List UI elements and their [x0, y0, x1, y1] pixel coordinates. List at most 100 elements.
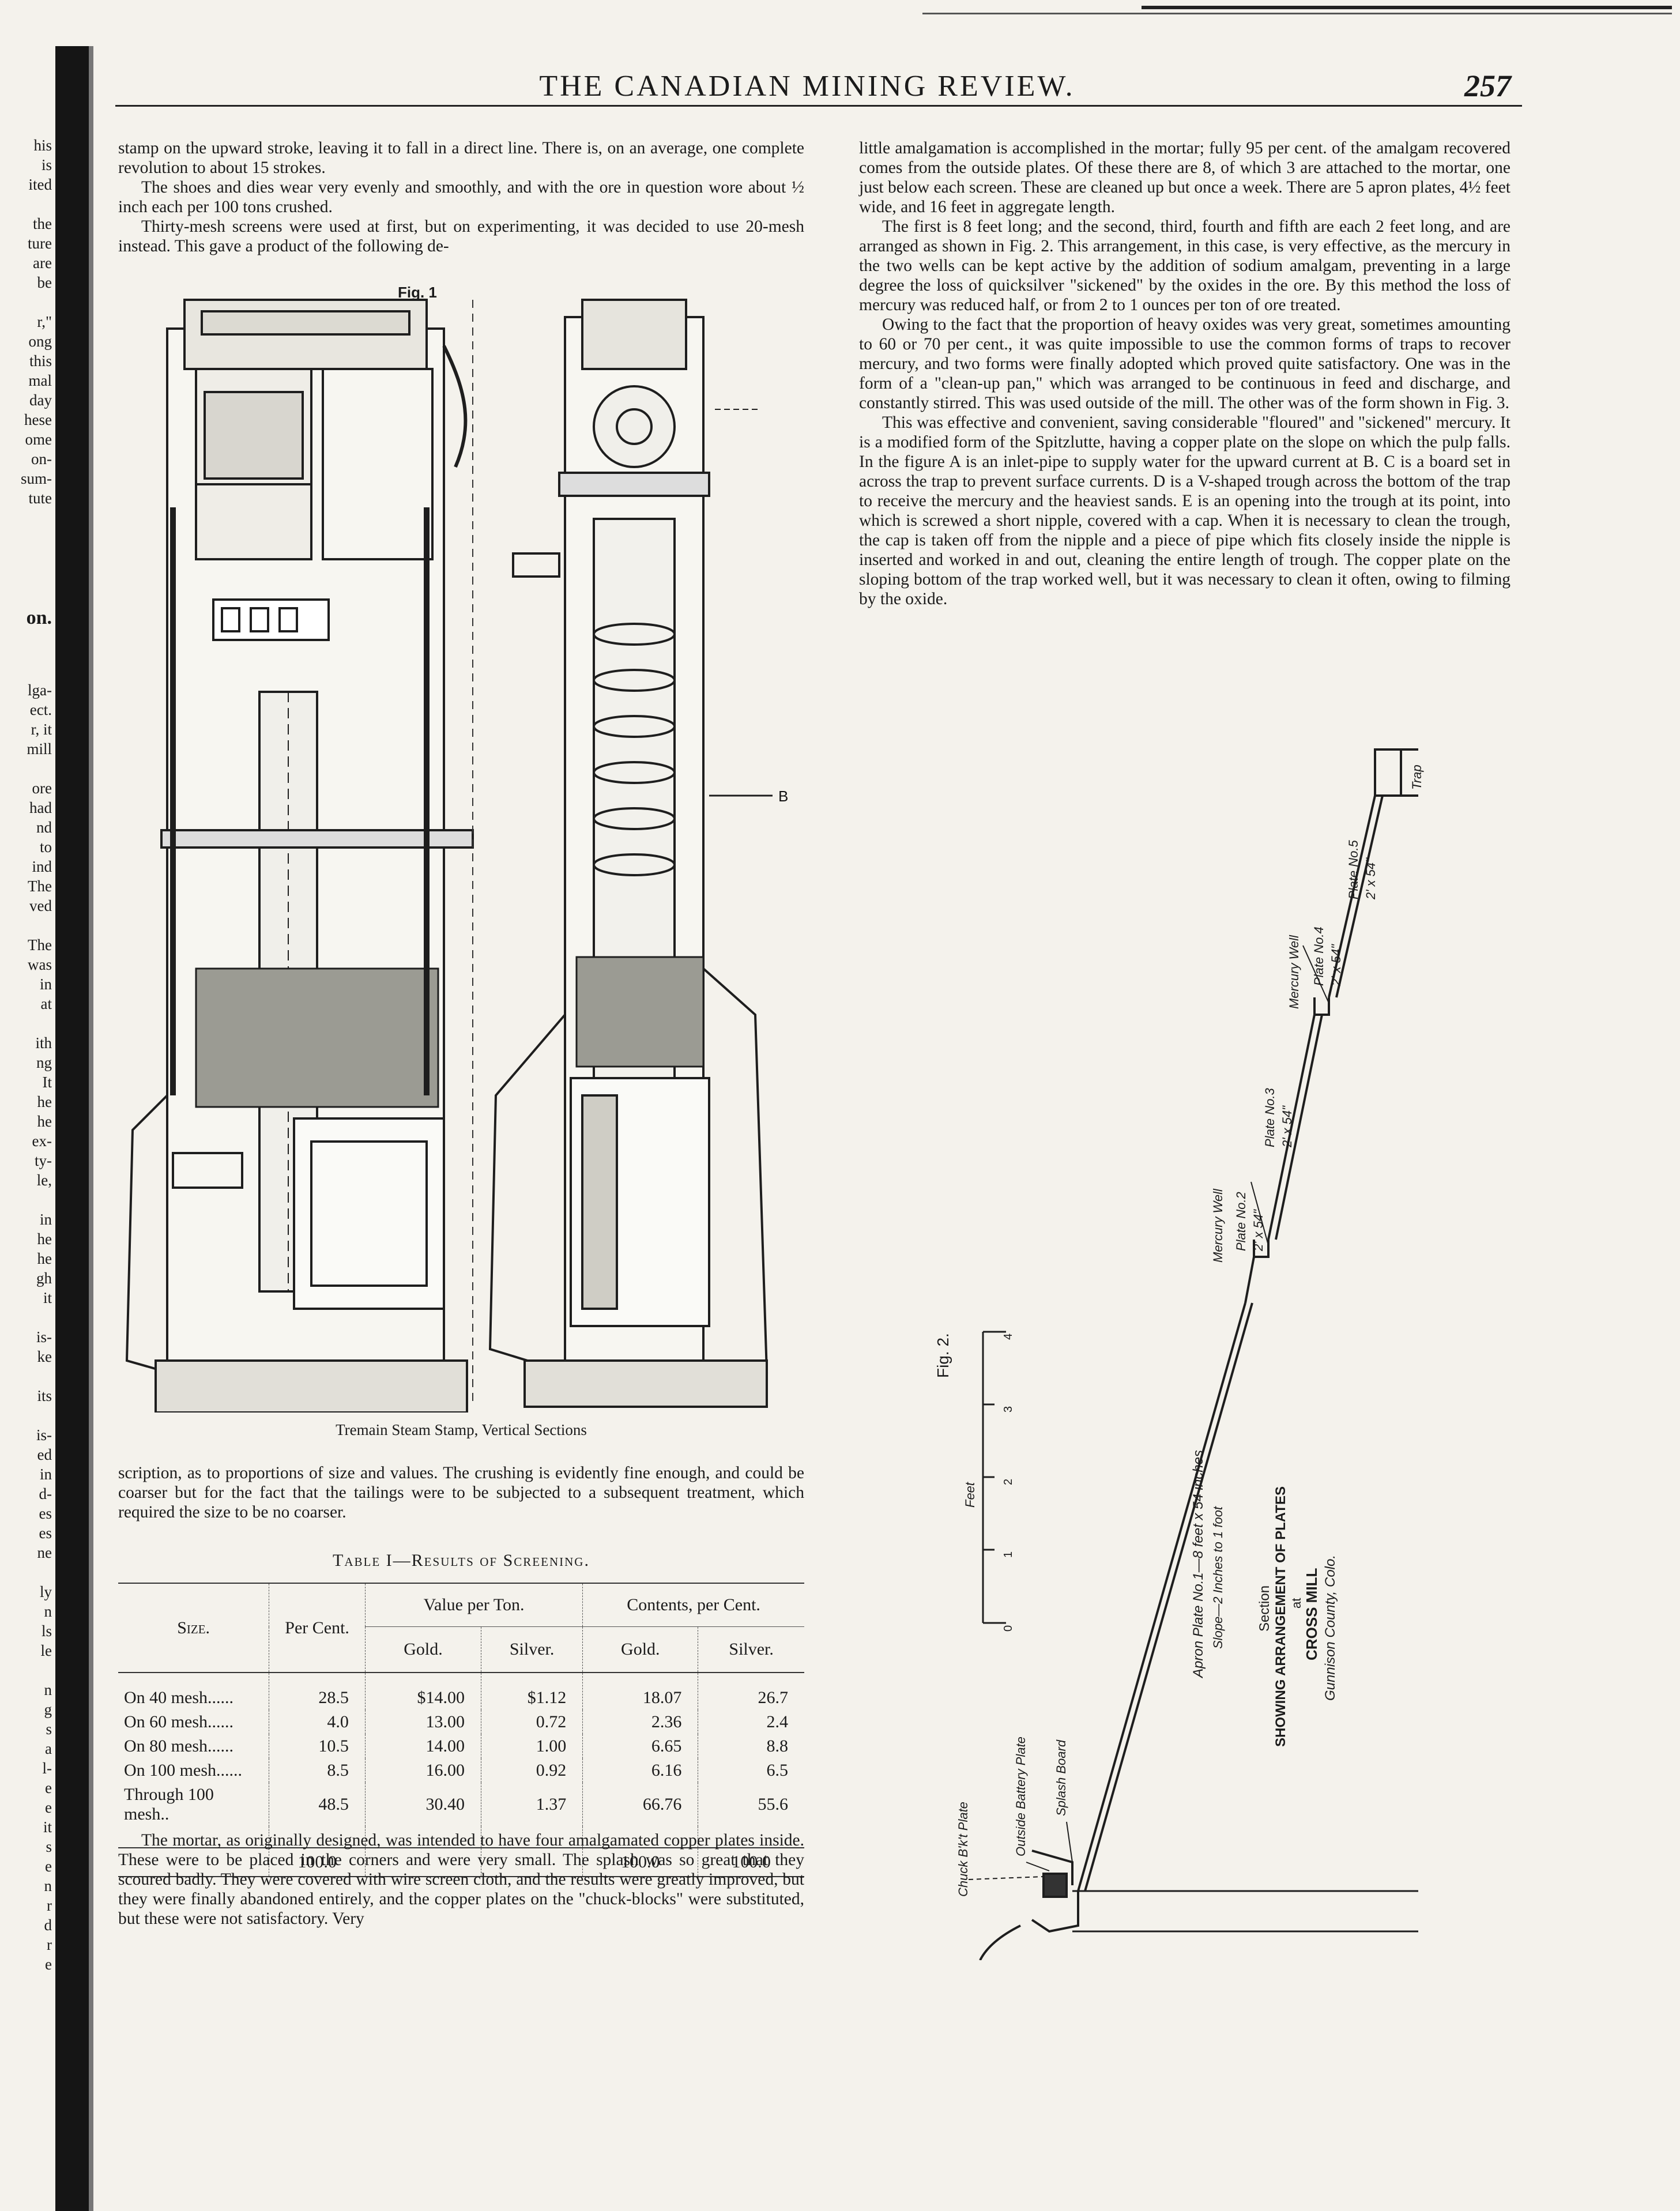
scale-tick-4: 4 — [1002, 1333, 1015, 1340]
margin-fragment-line: n — [44, 1877, 52, 1894]
margin-fragment-line: hese — [24, 411, 52, 428]
margin-fragment-line: ore — [32, 779, 52, 797]
page-number: 257 — [1464, 69, 1511, 103]
cell-size: Through 100 mesh.. — [118, 1783, 270, 1826]
margin-fragment-line: e — [45, 1779, 52, 1796]
margin-fragment-line: in — [39, 1211, 52, 1228]
margin-fragment-line: he — [37, 1113, 52, 1130]
margin-fragment-line: d- — [39, 1485, 52, 1502]
left-column-bottom-text: The mortar, as originally designed, was … — [118, 1830, 804, 1928]
margin-fragment-line — [0, 1660, 52, 1680]
margin-fragment-line: ly — [39, 1583, 52, 1600]
margin-fragment-line: was — [28, 956, 52, 973]
margin-fragment-line: g — [44, 1701, 52, 1718]
margin-fragment-line: in — [39, 975, 52, 993]
figure-2-title-section: Section — [1257, 1585, 1272, 1632]
cell-per-cent: 10.5 — [269, 1734, 366, 1758]
journal-title: THE CANADIAN MINING REVIEW. — [539, 70, 1075, 103]
col-group-contents: Contents, per Cent. — [582, 1583, 804, 1627]
total-contents-silver: 100.0 — [732, 1852, 771, 1871]
paragraph: The first is 8 feet long; and the second… — [859, 217, 1511, 314]
cell-value-silver: 0.72 — [481, 1710, 583, 1734]
margin-fragment-line: the — [33, 215, 52, 232]
margin-fragment-line: day — [29, 391, 52, 409]
label-plate-2-size: 2' x 54" — [1251, 1210, 1265, 1251]
margin-fragment-line — [0, 292, 52, 312]
margin-fragment-line: le, — [36, 1172, 52, 1189]
margin-fragment-line: ind — [32, 858, 52, 875]
cell-value-gold: 14.00 — [365, 1734, 481, 1758]
margin-fragment-line — [0, 1190, 52, 1210]
cell-contents-silver: 26.7 — [758, 1688, 789, 1707]
margin-fragment-line — [0, 1308, 52, 1327]
margin-fragment-line: it — [43, 1818, 52, 1836]
margin-fragment-line: this — [29, 352, 52, 370]
margin-fragment-line: had — [29, 799, 52, 816]
cell-size: On 60 mesh...... — [118, 1710, 270, 1734]
margin-fragment-line: in — [39, 1466, 52, 1483]
cell-value-silver: 1.00 — [481, 1734, 583, 1758]
margin-fragment-line: s — [46, 1720, 52, 1738]
margin-fragment-line: he — [37, 1230, 52, 1248]
margin-fragment-line: are — [33, 254, 52, 272]
stamp-right-section — [488, 299, 773, 1408]
margin-fragment-line: ited — [28, 176, 52, 193]
margin-fragment-line: mal — [28, 372, 52, 389]
margin-fragment-line: ong — [28, 333, 52, 350]
paragraph: The mortar, as originally designed, was … — [118, 1831, 804, 1928]
page-binding-edge — [55, 46, 93, 2211]
total-contents-gold: 100.0 — [582, 1848, 699, 1877]
margin-fragment-line: d — [44, 1916, 52, 1934]
margin-fragment-line: its — [37, 1387, 52, 1404]
label-plate-2: Plate No.2 — [1234, 1192, 1248, 1251]
margin-fragment-line: he — [37, 1250, 52, 1267]
figure-1-callout-b: B — [778, 788, 788, 805]
margin-fragment-line: on- — [31, 450, 52, 468]
figure-2-title-mill: CROSS MILL — [1303, 1568, 1320, 1660]
margin-fragment-line: The — [28, 877, 52, 895]
margin-fragment-line: r, it — [31, 721, 52, 738]
margin-fragment-line — [0, 1014, 52, 1033]
margin-fragment-line: ne — [37, 1544, 52, 1561]
margin-fragment-line: r — [47, 1897, 52, 1914]
margin-fragment-line — [0, 1562, 52, 1582]
table-spacer-row — [118, 1826, 804, 1848]
margin-fragment-line — [0, 1366, 52, 1386]
margin-fragment-line: ith — [35, 1034, 52, 1052]
margin-fragment-line: n — [44, 1681, 52, 1698]
paragraph: The shoes and dies wear very evenly and … — [118, 178, 804, 216]
paragraph: Owing to the fact that the proportion of… — [859, 315, 1511, 412]
margin-fragment-line: r," — [37, 313, 52, 330]
figure-2-title-main: SHOWING ARRANGEMENT OF PLATES — [1273, 1486, 1289, 1747]
cell-value-gold: 16.00 — [365, 1758, 481, 1783]
margin-fragment-line: ke — [37, 1348, 52, 1365]
label-plate-5: Plate No.5 — [1346, 840, 1361, 899]
figure-2-label: Fig. 2. — [934, 1333, 952, 1378]
scale-tick-2: 2 — [1002, 1478, 1015, 1485]
cell-size: On 100 mesh...... — [118, 1758, 270, 1783]
margin-fragment-line — [0, 916, 52, 935]
cell-contents-gold: 18.07 — [582, 1673, 699, 1710]
col-header-per-cent: Per Cent. — [269, 1583, 366, 1673]
cell-contents-gold: 66.76 — [582, 1783, 699, 1826]
table-1-title: Table I—Results of Screening. — [333, 1551, 590, 1570]
figure-1-stamp-drawing: B — [125, 299, 788, 1413]
cell-value-gold: $14.00 — [365, 1673, 481, 1710]
cell-value-silver: $1.12 — [481, 1673, 583, 1710]
margin-fragment-line: a — [45, 1740, 52, 1757]
cell-per-cent: 8.5 — [269, 1758, 366, 1783]
label-mercury-well-lower: Mercury Well — [1211, 1189, 1225, 1263]
margin-fragment-line: ng — [36, 1054, 52, 1071]
margin-fragment-line: be — [37, 274, 52, 291]
cell-value-silver: 0.92 — [481, 1758, 583, 1783]
table-totals-row: 100.0 100.0 100.0 — [118, 1848, 804, 1877]
margin-fragment-line: nd — [36, 819, 52, 836]
cell-contents-silver: 55.6 — [758, 1795, 789, 1814]
figure-2-plate-arrangement: Fig. 2. Feet 0 1 2 3 4 Trap Plate No.5 2… — [899, 732, 1424, 1960]
figure-2-title-at: at — [1289, 1598, 1304, 1609]
scale-label-feet: Feet — [963, 1482, 977, 1508]
